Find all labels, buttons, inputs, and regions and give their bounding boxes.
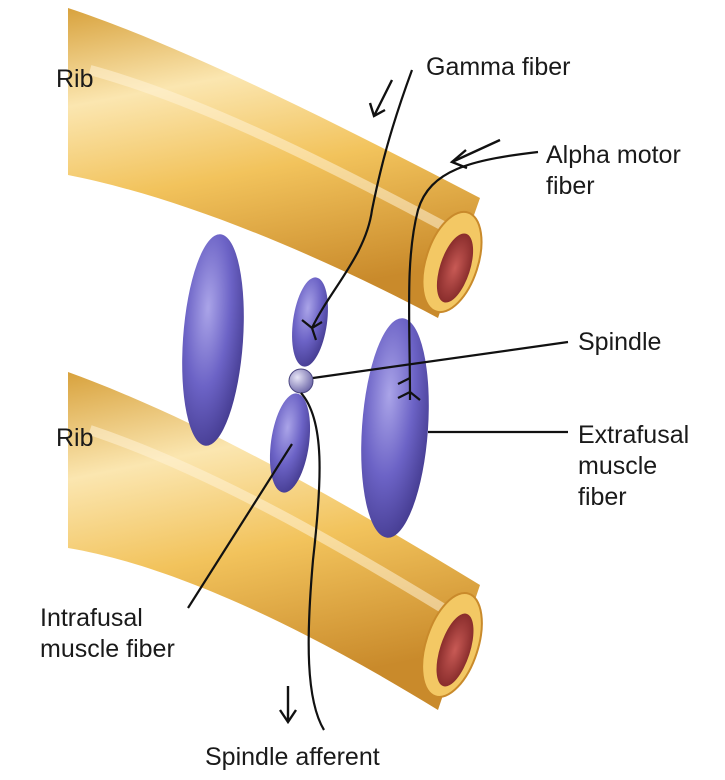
alpha-motor-fiber-label-line1: Alpha motor [546, 141, 681, 169]
spindle-afferent-path [300, 392, 325, 731]
gamma-direction-arrow-icon [372, 79, 394, 117]
intrafusal-label-line2: muscle fiber [40, 635, 175, 663]
extrafusal-muscle-left [182, 234, 244, 446]
alpha-motor-fiber-label-line2: fiber [546, 172, 595, 200]
intrafusal-label-line1: Intrafusal [40, 604, 143, 632]
extrafusal-label-line1: Extrafusal [578, 421, 690, 449]
extrafusal-label-line2: muscle [578, 452, 658, 480]
rib-bottom-label: Rib [56, 424, 94, 452]
gamma-fiber-path [311, 69, 414, 329]
rib-top-label: Rib [56, 65, 94, 93]
alpha-motor-fiber-label: Alpha motor fiber [546, 140, 681, 202]
extrafusal-muscle-fiber-label: Extrafusal muscle fiber [578, 420, 689, 513]
alpha-fiber-path [407, 150, 539, 401]
intrafusal-muscle-upper [292, 277, 328, 367]
alpha-direction-arrow-icon [451, 138, 501, 164]
spindle-node [288, 368, 314, 394]
gamma-fiber-label: Gamma fiber [426, 53, 571, 81]
extrafusal-label-line3: fiber [578, 483, 627, 511]
spindle-afferent-label: Spindle afferent [205, 743, 380, 771]
spindle-leader-line [312, 340, 569, 380]
gamma-fiber-ending-icon [301, 319, 323, 341]
extrafusal-muscle-right [361, 318, 429, 538]
spindle-label: Spindle [578, 328, 662, 356]
rib-top [68, 8, 483, 318]
intrafusal-muscle-lower [269, 393, 311, 493]
rib-bottom-marrow [436, 613, 474, 687]
rib-top-marrow [436, 233, 474, 303]
intrafusal-muscle-fiber-label: Intrafusal muscle fiber [40, 603, 175, 665]
alpha-fiber-ending-icon [397, 377, 421, 401]
rib-bottom [68, 372, 483, 710]
intrafusal-leader-line [187, 443, 293, 609]
